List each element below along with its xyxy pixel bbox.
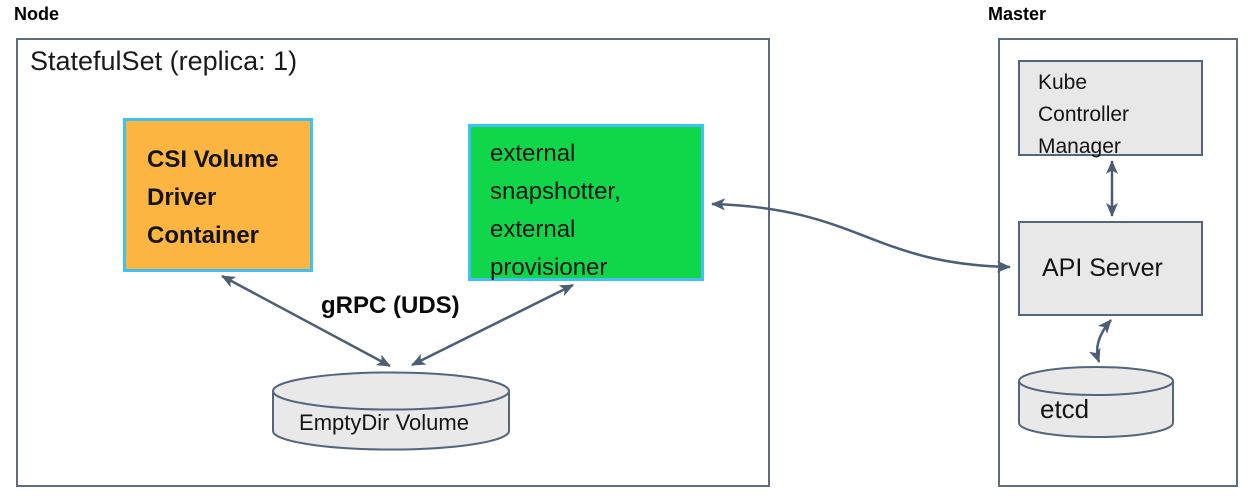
node-section-label: Node (14, 4, 59, 24)
etcd-label: etcd (1040, 394, 1090, 424)
kube-controller-manager-box: Kube Controller Manager (1018, 60, 1203, 158)
api-server-box: API Server (1018, 221, 1203, 316)
grpc-uds-label: gRPC (UDS) (321, 292, 460, 319)
master-section-label: Master (988, 4, 1047, 24)
emptydir-volume-label: EmptyDir Volume (299, 410, 469, 435)
csi-volume-driver-container-box: CSI Volume Driver Container (123, 118, 313, 272)
statefulset-label: StatefulSet (replica: 1) (30, 46, 298, 76)
external-snapshotter-provisioner-box: external snapshotter, external provision… (468, 124, 704, 281)
